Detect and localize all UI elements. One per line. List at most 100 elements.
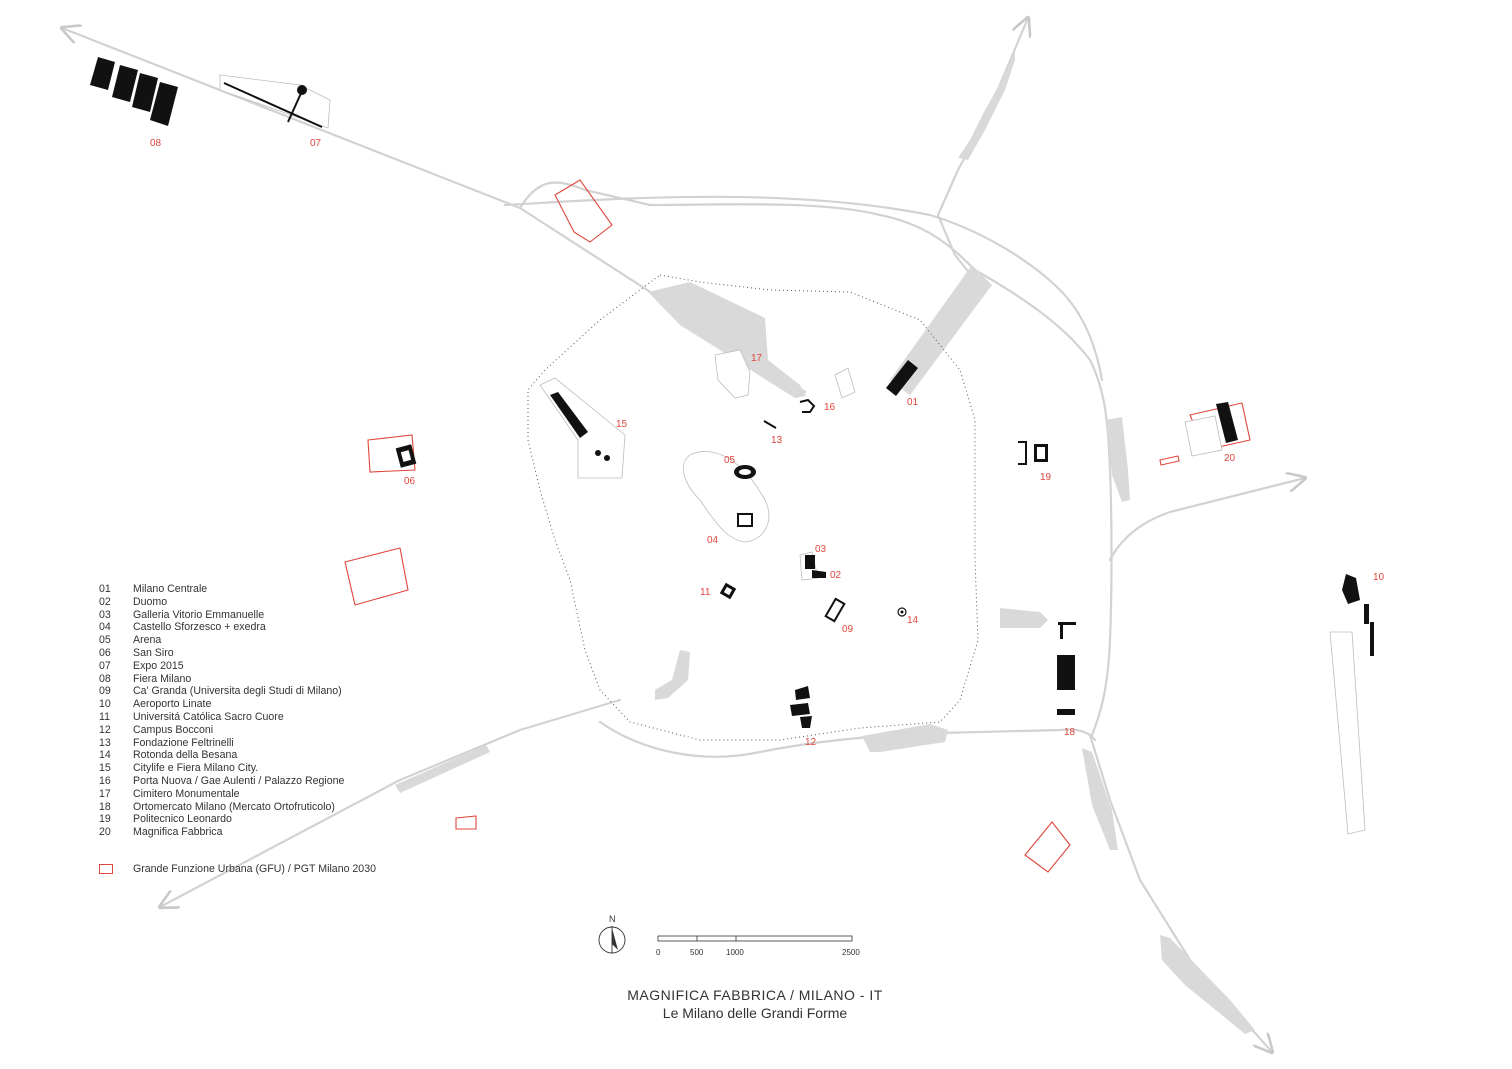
legend-name: San Siro [133,646,174,659]
legend-item: 10 Aeroporto Linate [99,698,344,711]
legend-name: Universitá Católica Sacro Cuore [133,710,284,723]
label-04: 04 [707,535,719,546]
ortomercato-buildings [1057,622,1076,715]
label-06: 06 [404,476,416,487]
legend-code: 13 [99,736,111,749]
legend-code: 18 [99,800,111,813]
gfu-swatch-icon [99,864,113,875]
duomo-and-galleria [799,551,826,581]
road-outer-ring [518,181,1113,737]
legend-code: 01 [99,583,111,595]
cattolica-buildings [719,582,737,600]
title-block: MAGNIFICA FABBRICA / MILANO - IT Le Mila… [540,987,970,1021]
legend-item: 09 Ca' Granda (Universita degli Studi di … [99,685,344,698]
page-subtitle: Le Milano delle Grandi Forme [662,1005,848,1021]
legend-code: 10 [99,698,111,711]
legend-item: 01 Milano Centrale [99,583,344,596]
road-northwest [62,28,807,394]
legend-code: 14 [99,749,111,762]
north-arrow: N [598,914,626,954]
politecnico-buildings [1018,441,1048,465]
road-south [598,720,1097,758]
legend-name: Porta Nuova / Gae Aulenti / Palazzo Regi… [133,774,345,787]
label-17: 17 [751,353,763,364]
label-08: 08 [150,138,162,149]
fondazione-feltrinelli [763,420,777,429]
legend-code: 06 [99,646,111,659]
road-east [1108,478,1305,562]
gfu-outlines [344,179,1251,873]
legend-name: Citylife e Fiera Milano City. [133,762,259,775]
linate-airport [1329,574,1374,835]
legend-code: 15 [99,762,111,775]
legend-code: 08 [99,672,111,685]
page-title: MAGNIFICA FABBRICA / MILANO - IT [627,987,883,1003]
label-12: 12 [805,737,817,748]
label-13: 13 [771,435,783,446]
label-02: 02 [830,570,842,581]
label-07: 07 [310,138,322,149]
arena-and-castello [683,451,770,543]
legend-code: 11 [99,710,110,723]
legend-name: Arena [133,634,162,647]
legend-code: 17 [99,787,111,800]
legend-item: 04 Castello Sforzesco + exedra [99,621,344,634]
scale-tick-2500: 2500 [842,948,860,957]
legend-code: 07 [99,659,111,672]
legend-name: Duomo [133,595,168,608]
legend-code: 09 [99,685,111,698]
label-14: 14 [907,615,919,626]
legend-code: 20 [99,826,111,839]
scale-bar: 0 500 1000 2500 [656,935,860,957]
legend-name: Magnifica Fabbrica [133,826,223,839]
label-11: 11 [700,587,711,598]
cimitero-monumentale [714,349,751,399]
dotted-inner-ring [527,274,979,741]
label-05: 05 [724,455,736,466]
label-10: 10 [1373,572,1385,583]
legend-item: 15 Citylife e Fiera Milano City. [99,762,344,775]
label-09: 09 [842,624,854,635]
label-20: 20 [1224,453,1236,464]
legend-code: 03 [99,608,111,621]
bocconi-campus [790,686,812,728]
expo-2015-site [219,74,331,129]
scale-tick-500: 500 [690,948,704,957]
road-ring-north [503,195,1104,382]
gfu-legend-label: Grande Funzione Urbana (GFU) / PGT Milan… [133,863,376,875]
legend-name: Expo 2015 [133,659,184,672]
milano-centrale-station [886,360,918,396]
legend-code: 04 [99,621,111,634]
magnifica-fabbrica-building [1184,402,1238,457]
legend-item: 17 Cimitero Monumentale [99,788,344,801]
rail-yards [395,50,1255,1034]
gfu-legend: Grande Funzione Urbana (GFU) / PGT Milan… [99,863,376,875]
legend-name: Aeroporto Linate [133,698,212,711]
legend-item: 07 Expo 2015 [99,660,344,673]
legend-code: 05 [99,634,111,647]
legend-name: Galleria Vitorio Emmanuelle [133,608,265,621]
legend-name: Campus Bocconi [133,723,214,736]
legend-name: Milano Centrale [133,583,208,595]
label-15: 15 [616,419,628,430]
legend-item: 14 Rotonda della Besana [99,749,344,762]
legend-item: 12 Campus Bocconi [99,724,344,737]
legend-name: Politecnico Leonardo [133,813,232,826]
label-19: 19 [1040,472,1052,483]
legend-name: Rotonda della Besana [133,749,238,762]
legend-item: 03 Galleria Vitorio Emmanuelle [99,609,344,622]
legend-name: Ca' Granda (Universita degli Studi di Mi… [133,685,342,698]
north-label: N [609,914,616,924]
legend-name: Castello Sforzesco + exedra [133,621,266,634]
map-labels: 08 07 06 15 17 16 13 01 05 04 03 02 11 0… [150,138,1385,748]
legend-item: 08 Fiera Milano [99,673,344,686]
legend-code: 19 [99,813,111,826]
legend-code: 12 [99,723,111,736]
legend-name: Cimitero Monumentale [133,787,240,800]
legend-item: 20 Magnifica Fabbrica [99,826,344,839]
legend-name: Fiera Milano [133,672,192,685]
